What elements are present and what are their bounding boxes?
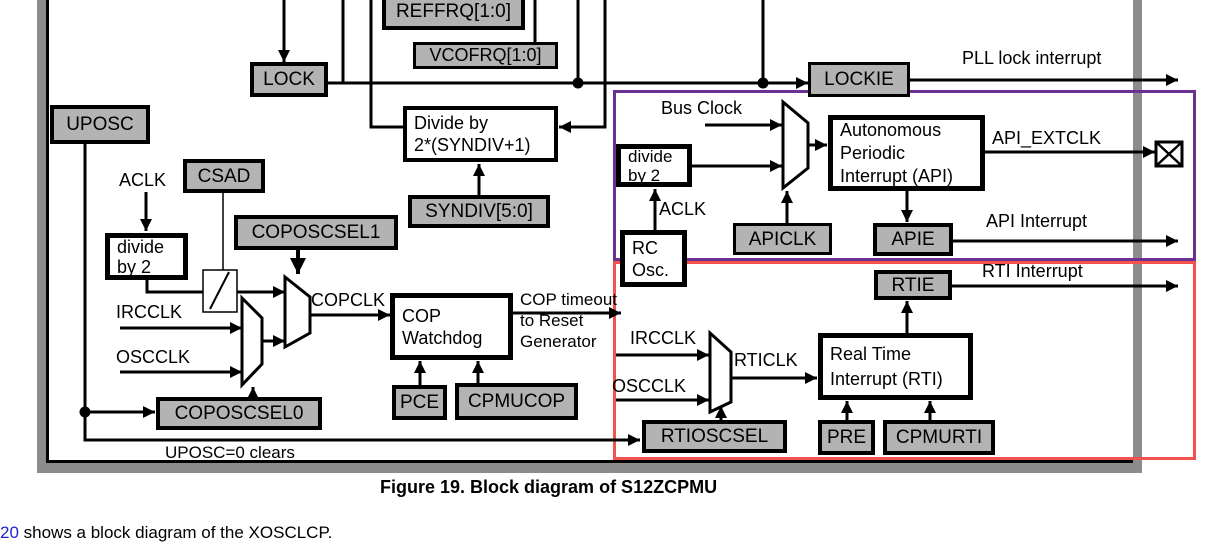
figure-frame-right [1133, 0, 1142, 470]
figure-border-bottom [46, 460, 1133, 463]
register-label: LOCK [263, 69, 315, 90]
block-divide-by-2-left: divide by 2 [105, 233, 188, 280]
signal-label-aclk-api: ACLK [659, 199, 707, 219]
block-rti: Real Time Interrupt (RTI) [818, 333, 973, 400]
figure-20-link[interactable]: 20 [0, 523, 19, 542]
register-box-vcofrq: VCOFRQ[1:0] [413, 42, 558, 69]
register-box-uposc: UPOSC [50, 105, 150, 144]
signal-label-oscclk-rti: OSCCLK [612, 376, 687, 396]
block-divide-by-2-api: divide by 2 [616, 144, 692, 187]
block-line: Divide by [414, 113, 489, 133]
signal-label-oscclk: OSCCLK [116, 347, 191, 367]
crossed-square-pad-icon [1154, 140, 1184, 168]
block-line: Real Time [830, 343, 912, 364]
junction-dot [757, 77, 769, 89]
block-line: Periodic [840, 142, 906, 163]
signal-label-aclk: ACLK [119, 170, 167, 190]
signal-label-pll-lock-interrupt: PLL lock interrupt [962, 48, 1102, 68]
block-line: by 2 [117, 256, 152, 277]
register-label: CSAD [197, 165, 251, 187]
register-label: UPOSC [66, 114, 134, 135]
block-line: Autonomous [840, 119, 942, 140]
register-label: RTIOSCSEL [660, 426, 769, 447]
register-label: VCOFRQ[1:0] [429, 45, 542, 65]
register-box-coposcsel0: COPOSCSEL0 [156, 397, 322, 430]
wire-divide2-to-switch [145, 280, 203, 294]
register-box-rtie: RTIE [874, 270, 952, 300]
body-text-rest: shows a block diagram of the XOSCLCP. [18, 523, 333, 542]
wire-uposc-rail [83, 144, 640, 446]
register-box-coposcsel1: COPOSCSEL1 [234, 215, 398, 250]
register-label: REFFRQ[1:0] [395, 0, 512, 22]
register-box-cpmucop: CPMUCOP [455, 383, 578, 420]
figure-frame-bottom [37, 463, 1142, 473]
block-line: 2*(SYNDIV+1) [414, 135, 531, 155]
register-box-syndiv: SYNDIV[5:0] [408, 195, 550, 228]
register-label: CPMURTI [895, 427, 983, 448]
wire-divider-in-right [559, 0, 607, 133]
register-label: COPOSCSEL1 [251, 222, 381, 243]
figure-border-left [46, 0, 49, 463]
register-label: PRE [826, 427, 867, 448]
block-cop-watchdog: COP Watchdog [390, 293, 513, 360]
register-label: SYNDIV[5:0] [425, 201, 533, 222]
signal-label-api-interrupt: API Interrupt [986, 211, 1088, 231]
body-paragraph: 20 shows a block diagram of the XOSCLCP. [0, 523, 332, 543]
block-line: divide [117, 236, 165, 257]
rti-section-highlight [613, 261, 1196, 460]
signal-label-cop-timeout: COP timeout to Reset Generator [520, 289, 617, 352]
register-label: CPMUCOP [467, 391, 566, 412]
signal-line: to Reset [520, 311, 584, 330]
mux-rtioscsel-shape [708, 329, 733, 415]
register-box-lockie: LOCKIE [808, 62, 910, 97]
register-box-cpmurti: CPMURTI [883, 420, 995, 455]
block-line: divide [628, 146, 673, 166]
block-line: Osc. [632, 259, 670, 280]
signal-line: Generator [520, 332, 597, 351]
block-line: Interrupt (API) [840, 165, 954, 186]
register-box-apie: APIE [873, 223, 953, 256]
signal-label-irclk: IRCCLK [116, 302, 183, 322]
block-line: Watchdog [402, 327, 483, 348]
signal-label-copclk: COPCLK [311, 290, 386, 310]
register-box-rtioscsel: RTIOSCSEL [642, 420, 787, 453]
mux-apiclk-shape [781, 98, 810, 192]
signal-label-uposc-clears: UPOSC=0 clears [165, 443, 295, 462]
register-box-csad: CSAD [183, 159, 265, 193]
register-box-pce: PCE [392, 385, 447, 420]
register-label: RTIE [891, 274, 935, 296]
signal-label-bus-clock: Bus Clock [661, 98, 743, 118]
signal-label-rti-interrupt: RTI Interrupt [982, 261, 1083, 281]
block-rc-osc: RC Osc. [620, 230, 687, 287]
register-box-reffrq: REFFRQ[1:0] [382, 0, 525, 30]
wire-divider-in-left [369, 0, 403, 129]
mux-coposcsel0-shape [240, 294, 264, 389]
mux-coposcsel1-shape [283, 273, 312, 350]
block-divide-by-syndiv: Divide by 2*(SYNDIV+1) [403, 106, 558, 162]
block-line: by 2 [628, 165, 661, 185]
block-api: Autonomous Periodic Interrupt (API) [828, 115, 985, 191]
register-label: APICLK [748, 228, 817, 250]
register-label: COPOSCSEL0 [174, 403, 304, 424]
block-line: COP [402, 305, 442, 326]
figure-caption: Figure 19. Block diagram of S12ZCPMU [380, 477, 718, 497]
block-line: RC [632, 237, 658, 258]
csad-switch-icon [202, 269, 238, 313]
register-label: LOCKIE [824, 69, 894, 90]
junction-dot [572, 77, 584, 89]
register-box-pre: PRE [818, 420, 875, 455]
register-label: PCE [399, 392, 440, 413]
signal-label-irclk-rti: IRCCLK [630, 328, 697, 348]
block-line: Interrupt (RTI) [830, 368, 943, 389]
signal-line: COP timeout [520, 290, 618, 309]
signal-label-rticlk: RTICLK [734, 350, 798, 370]
register-label: APIE [891, 229, 935, 250]
figure-frame-left [37, 0, 46, 473]
register-box-lock: LOCK [250, 62, 328, 97]
junction-dot [79, 406, 91, 418]
signal-label-api-extclk: API_EXTCLK [992, 128, 1102, 148]
register-box-apiclk: APICLK [733, 223, 832, 255]
